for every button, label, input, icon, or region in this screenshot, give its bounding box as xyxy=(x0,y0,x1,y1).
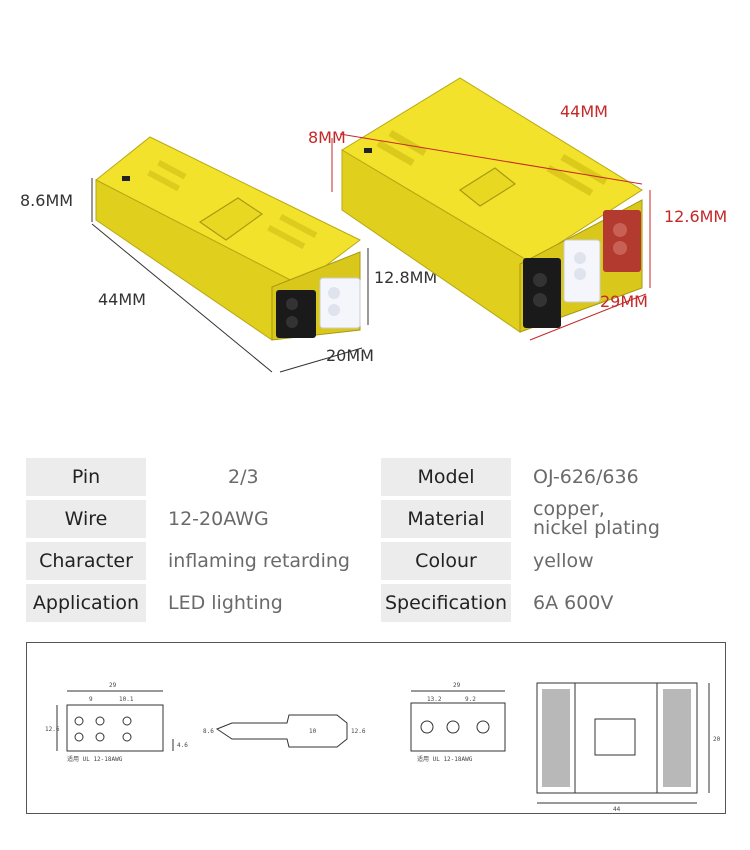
value-material: copper, nickel plating xyxy=(521,496,660,542)
value-pin: 2/3 xyxy=(228,466,259,488)
product-a-face-height-label: 12.8MM xyxy=(374,268,438,287)
d3-sub2-dim: 9.2 xyxy=(465,696,476,703)
red-port-b xyxy=(603,210,641,272)
value-material-line1: copper, xyxy=(533,498,605,520)
label-colour: Colour xyxy=(381,542,511,580)
d3-sub1-dim: 13.2 xyxy=(427,696,442,703)
drawings-svg: 29 9 10.1 12.6 4.6 适用 UL 12-18AWG 10 8.6… xyxy=(45,682,721,813)
d3-top-dim: 29 xyxy=(453,682,461,689)
product-a-length-label: 44MM xyxy=(98,290,146,309)
d1-note: 适用 UL 12-18AWG xyxy=(67,755,123,763)
value-wire: 12-20AWG xyxy=(168,508,269,530)
d2-right-dim: 12.6 xyxy=(351,728,366,735)
d2-length-dim: 10 xyxy=(309,728,317,735)
product-b-image xyxy=(331,77,651,341)
product-a-width-label: 20MM xyxy=(326,346,374,365)
product-b-height-label: 12.6MM xyxy=(664,207,728,226)
d4-right-dim: 20 xyxy=(713,736,721,743)
label-application: Application xyxy=(26,584,146,622)
label-material: Material xyxy=(381,500,511,538)
d1-right-dim: 4.6 xyxy=(177,742,188,749)
d4-bottom-dim: 44 xyxy=(613,806,621,813)
product-a-image xyxy=(91,136,369,373)
value-application: LED lighting xyxy=(168,592,283,614)
black-port-b xyxy=(523,258,561,328)
product-b-top-label: 8MM xyxy=(308,128,346,147)
value-colour: yellow xyxy=(533,550,594,572)
label-character: Character xyxy=(26,542,146,580)
product-a-height-label: 8.6MM xyxy=(20,191,74,210)
black-port xyxy=(276,290,316,338)
value-material-line2: nickel plating xyxy=(533,517,660,539)
label-pin: Pin xyxy=(26,458,146,496)
d3-note: 适用 UL 12-18AWG xyxy=(417,755,473,763)
product-b-width-label: 29MM xyxy=(600,292,648,311)
label-wire: Wire xyxy=(26,500,146,538)
label-model: Model xyxy=(381,458,511,496)
spec-table: Pin 2/3 Model OJ-626/636 Wire 12-20AWG M… xyxy=(26,458,726,624)
label-specification: Specification xyxy=(381,584,511,622)
d1-left-dim: 12.6 xyxy=(45,726,60,733)
product-b-length-label: 44MM xyxy=(560,102,608,121)
value-character: inflaming retarding xyxy=(168,550,350,572)
slot xyxy=(122,176,130,181)
d1-sub1-dim: 9 xyxy=(89,696,93,703)
d1-top-dim: 29 xyxy=(109,682,117,689)
technical-drawings: 29 9 10.1 12.6 4.6 适用 UL 12-18AWG 10 8.6… xyxy=(26,642,726,814)
value-model: OJ-626/636 xyxy=(533,466,639,488)
d2-left-dim: 8.6 xyxy=(203,728,214,735)
value-specification: 6A 600V xyxy=(533,592,614,614)
d1-sub2-dim: 10.1 xyxy=(119,696,134,703)
